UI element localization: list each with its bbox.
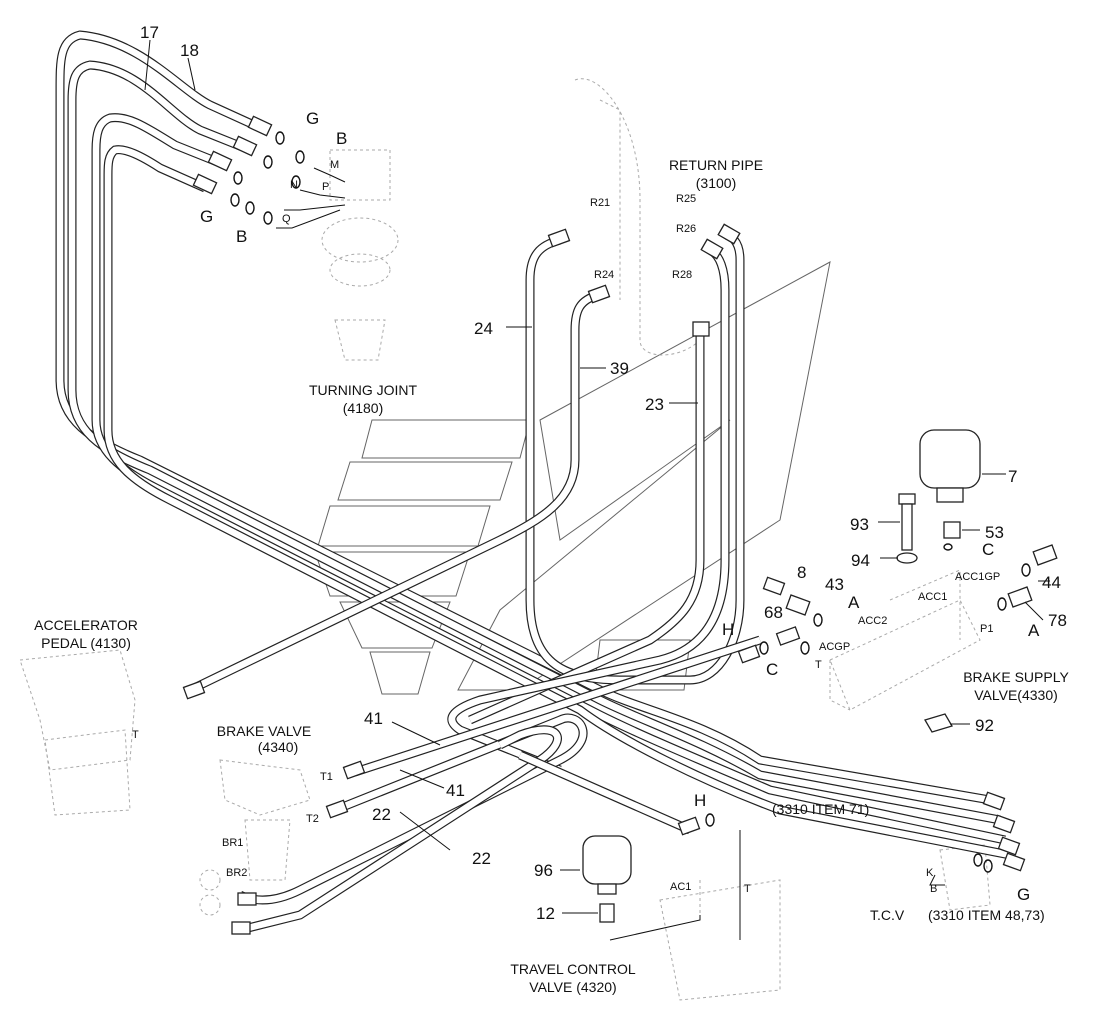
label-94: 94 bbox=[851, 551, 870, 570]
return-pipe-title: RETURN PIPE bbox=[669, 157, 763, 173]
item71-label: (3310 ITEM 71) bbox=[772, 801, 869, 817]
label-R25: R25 bbox=[676, 193, 696, 205]
label-C1: C bbox=[982, 540, 994, 559]
label-92: 92 bbox=[975, 716, 994, 735]
brake-supply-valve-number: VALVE(4330) bbox=[974, 687, 1058, 703]
label-G3: G bbox=[1017, 885, 1030, 904]
return-pipe-ghost bbox=[574, 78, 701, 356]
travel-control-valve-title: TRAVEL CONTROL bbox=[510, 961, 635, 977]
label-41a: 41 bbox=[364, 709, 383, 728]
brake-valve-title: BRAKE VALVE bbox=[217, 723, 311, 739]
label-22a: 22 bbox=[372, 805, 391, 824]
label-96: 96 bbox=[534, 861, 553, 880]
label-78: 78 bbox=[1048, 611, 1067, 630]
o-rings bbox=[230, 131, 1031, 873]
brake-valve-number: (4340) bbox=[258, 739, 298, 755]
turning-joint-ghost bbox=[321, 149, 399, 361]
label-M: M bbox=[330, 159, 339, 171]
label-R26: R26 bbox=[676, 223, 696, 235]
label-Q: Q bbox=[282, 213, 291, 225]
label-T2: T2 bbox=[306, 813, 319, 825]
label-8: 8 bbox=[797, 563, 806, 582]
bolt-93 bbox=[898, 493, 916, 551]
label-ACGP: ACGP bbox=[819, 641, 850, 653]
label-24: 24 bbox=[474, 319, 493, 338]
label-T-bsv: T bbox=[815, 659, 822, 671]
brake-valve-ghost bbox=[199, 759, 311, 916]
label-12: 12 bbox=[536, 904, 555, 923]
label-BR2: BR2 bbox=[226, 867, 247, 879]
label-C2: C bbox=[766, 660, 778, 679]
label-AC1: AC1 bbox=[670, 881, 691, 893]
label-43: 43 bbox=[825, 575, 844, 594]
small-port-labels: R21 R25 R26 R24 R28 ACC1GP ACC1 ACC2 ACG… bbox=[132, 193, 1000, 895]
label-A1: A bbox=[848, 593, 860, 612]
label-7: 7 bbox=[1008, 467, 1017, 486]
label-53: 53 bbox=[985, 523, 1004, 542]
washer-94 bbox=[896, 552, 918, 564]
accumulator-96 bbox=[582, 835, 632, 895]
label-R24: R24 bbox=[594, 269, 614, 281]
brake-supply-valve-title: BRAKE SUPPLY bbox=[963, 669, 1069, 685]
label-44: 44 bbox=[1042, 573, 1061, 592]
leader-lines bbox=[144, 39, 1050, 941]
brake-supply-valve-block bbox=[829, 569, 981, 711]
fittings bbox=[182, 115, 1026, 935]
label-T-tcv: T bbox=[744, 883, 751, 895]
component-titles: RETURN PIPE (3100) TURNING JOINT (4180) … bbox=[34, 157, 1069, 995]
label-H2: H bbox=[694, 791, 706, 810]
label-18: 18 bbox=[180, 41, 199, 60]
tcv-label: T.C.V bbox=[870, 907, 905, 923]
label-ACC1: ACC1 bbox=[918, 591, 947, 603]
travel-control-valve-ghost bbox=[659, 879, 781, 1001]
label-BR1: BR1 bbox=[222, 837, 243, 849]
label-K: K bbox=[926, 867, 934, 879]
accelerator-pedal-number: PEDAL (4130) bbox=[41, 635, 131, 651]
label-41b: 41 bbox=[446, 781, 465, 800]
label-ACC1GP: ACC1GP bbox=[955, 571, 1000, 583]
return-hoses-24-39-23 bbox=[188, 230, 745, 775]
label-22b: 22 bbox=[472, 849, 491, 868]
brake-hoses-41-22 bbox=[237, 635, 762, 935]
label-N: N bbox=[290, 179, 298, 191]
label-68: 68 bbox=[764, 603, 783, 622]
label-T-acc: T bbox=[132, 729, 139, 741]
turning-joint-number: (4180) bbox=[343, 400, 383, 416]
return-pipe-number: (3100) bbox=[696, 175, 736, 191]
label-G1: G bbox=[306, 109, 319, 128]
item4873-label: (3310 ITEM 48,73) bbox=[928, 907, 1045, 923]
accumulator-7 bbox=[919, 429, 981, 503]
label-R28: R28 bbox=[672, 269, 692, 281]
label-39: 39 bbox=[610, 359, 629, 378]
label-H1: H bbox=[722, 620, 734, 639]
label-ACC2: ACC2 bbox=[858, 615, 887, 627]
port-letters: G B G B M N P Q A A A C C H H G bbox=[200, 109, 1040, 904]
label-T1: T1 bbox=[320, 771, 333, 783]
label-23: 23 bbox=[645, 395, 664, 414]
accelerator-pedal-ghost bbox=[19, 649, 136, 816]
label-B2: B bbox=[236, 227, 247, 246]
label-B1: B bbox=[336, 129, 347, 148]
label-R21: R21 bbox=[590, 197, 610, 209]
turning-joint-title: TURNING JOINT bbox=[309, 382, 418, 398]
misc-fittings bbox=[599, 521, 1058, 923]
tcv-ghost bbox=[939, 844, 991, 911]
hose-bundle-17-18 bbox=[55, 30, 1011, 860]
label-G2: G bbox=[200, 207, 213, 226]
label-B-tcv: B bbox=[930, 883, 937, 895]
label-P1: P1 bbox=[980, 623, 993, 635]
callout-labels: 17 18 24 39 23 7 93 53 94 8 43 44 68 78 … bbox=[140, 23, 1067, 923]
label-A3: A bbox=[1028, 621, 1040, 640]
label-P: P bbox=[322, 181, 329, 193]
label-17: 17 bbox=[140, 23, 159, 42]
label-93: 93 bbox=[850, 515, 869, 534]
travel-control-valve-number: VALVE (4320) bbox=[529, 979, 616, 995]
accelerator-pedal-title: ACCELERATOR bbox=[34, 617, 138, 633]
